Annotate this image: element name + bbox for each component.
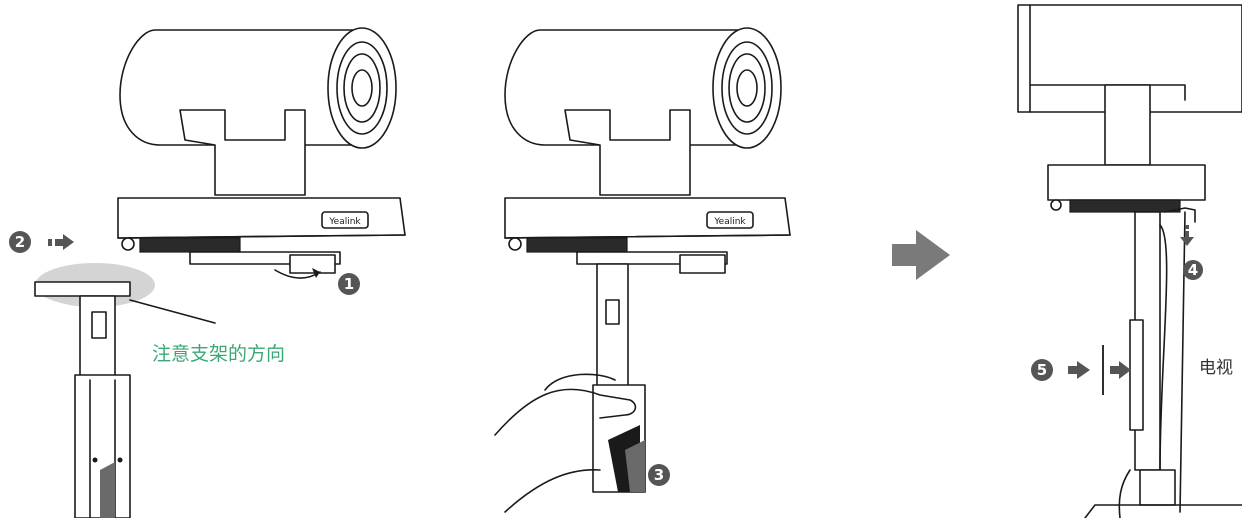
svg-text:5: 5 <box>1037 361 1047 379</box>
right-arrow-icon <box>1110 361 1131 379</box>
brand-label-2: Yealink <box>713 217 746 227</box>
right-arrow-icon <box>48 234 74 250</box>
note-text: 注意支架的方向 <box>152 343 285 365</box>
svg-text:2: 2 <box>15 233 25 251</box>
right-arrow-icon <box>1068 361 1090 379</box>
svg-text:4: 4 <box>1188 261 1198 279</box>
note-leader-line <box>130 300 215 323</box>
tv-label: 电视 <box>1199 358 1233 378</box>
panel-2-camera: Yealink <box>505 28 790 273</box>
panel-3-camera-side <box>1018 5 1242 212</box>
svg-text:1: 1 <box>344 275 354 293</box>
down-arrow-icon <box>1180 225 1194 246</box>
panel-2-bracket <box>593 264 645 492</box>
svg-text:3: 3 <box>654 466 664 484</box>
right-arrow-icon <box>892 230 950 280</box>
brand-label-1: Yealink <box>328 217 361 227</box>
panel-1-camera: Yealink <box>118 28 405 273</box>
